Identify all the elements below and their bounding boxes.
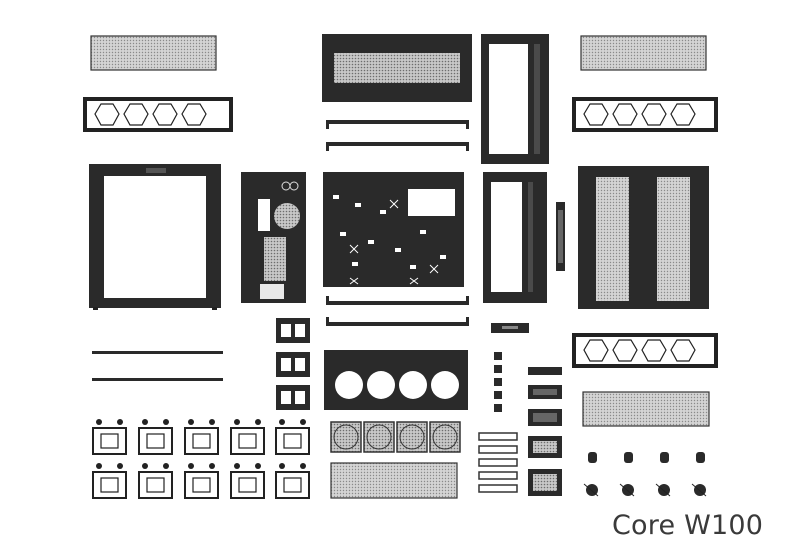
side-window-panel [89,164,221,310]
top-dust-filter-left [90,35,217,71]
ssd-tray-5 [528,469,562,496]
hdd-cage-8 [184,463,219,499]
frame-rails-lower [326,296,469,326]
fan-2 [363,421,395,453]
caster-3 [655,483,671,497]
fan-1 [330,421,362,453]
ssd-tray-1 [528,367,562,375]
expansion-rail-lower [92,378,223,381]
foot-4 [696,452,705,463]
foot-1 [588,452,597,463]
hdd-cage-4 [230,419,265,455]
connector-column [494,352,502,412]
hdd-cage-10 [275,463,310,499]
side-strip [556,202,565,271]
front-door-frame-upper [481,34,549,164]
product-name-caption: Core W100 [612,510,764,541]
io-module [491,323,529,333]
rear-chassis-panel [241,172,306,303]
hdd-cage-9 [230,463,265,499]
top-dust-filter-right [580,35,707,71]
hdd-cage-3 [184,419,219,455]
front-dust-filter [582,391,710,427]
hdd-cage-5 [275,419,310,455]
fan-4 [429,421,461,453]
ssd-tray-4 [528,436,562,458]
radiator-bracket-lower-right [572,333,718,368]
pci-bracket-1 [276,318,310,343]
expansion-rail-upper [92,351,223,354]
caster-2 [619,483,635,497]
ssd-tray-2 [528,385,562,399]
radiator-bracket-right [572,97,718,132]
foot-3 [660,452,669,463]
fan-3 [396,421,428,453]
hdd-cage-6 [92,463,127,499]
caster-4 [691,483,707,497]
caster-1 [583,483,599,497]
pci-bracket-3 [276,385,310,410]
hdd-cage-1 [92,419,127,455]
front-door-frame-lower [483,172,547,303]
motherboard-tray [323,172,464,287]
radiator-bracket-left [83,97,233,132]
mesh-door-panel [578,166,709,309]
ssd-tray-3 [528,409,562,426]
hdd-cage-7 [138,463,173,499]
pci-bracket-2 [276,352,310,377]
frame-rails-upper [326,120,469,151]
drive-sled-stack [478,432,518,493]
foot-2 [624,452,633,463]
fan-mounting-plate [324,350,468,410]
top-panel [322,34,472,102]
hdd-cage-2 [138,419,173,455]
bottom-dust-filter [330,462,458,499]
